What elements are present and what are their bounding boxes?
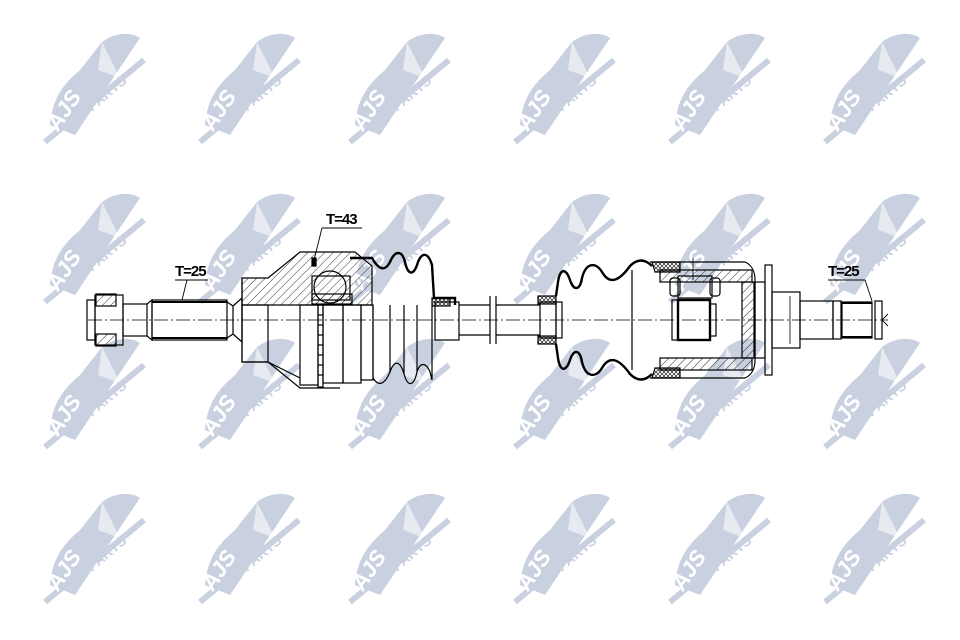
left-stub-shaft [86, 279, 243, 347]
label-left-spline: T=25 [175, 263, 206, 280]
label-right-spline: T=25 [828, 263, 859, 280]
intermediate-shaft [434, 296, 540, 344]
right-stub-shaft [771, 279, 889, 349]
label-outer-joint: T=43 [326, 211, 357, 228]
outer-cv-joint [241, 227, 374, 389]
inner-boot [537, 259, 653, 381]
inner-tripod-joint [650, 258, 773, 379]
